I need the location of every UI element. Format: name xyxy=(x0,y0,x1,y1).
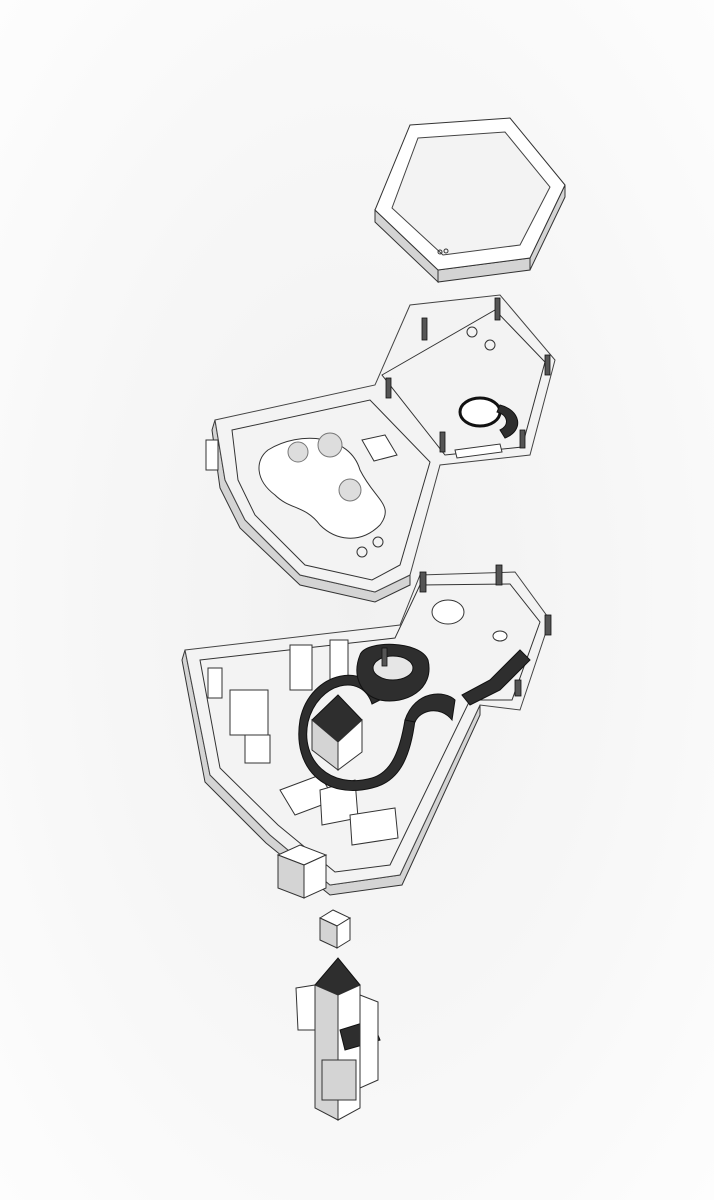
entrance-tower xyxy=(295,957,381,1121)
roof-layer xyxy=(374,117,566,284)
core-block xyxy=(276,844,328,899)
upper-level-layer xyxy=(205,294,556,603)
main-floor-layer xyxy=(181,564,552,896)
lift-cap xyxy=(318,909,352,949)
